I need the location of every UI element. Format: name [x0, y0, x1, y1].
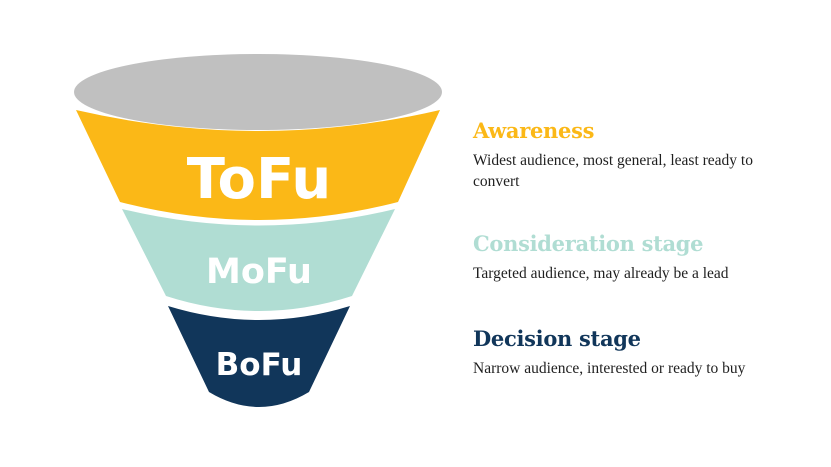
- consideration-title: Consideration stage: [473, 231, 704, 256]
- bofu-segment: [168, 306, 350, 407]
- tofu-segment: [76, 110, 440, 220]
- legend-consideration: Consideration stage Targeted audience, m…: [473, 231, 793, 284]
- bofu-label: BoFu: [216, 347, 303, 383]
- decision-description: Narrow audience, interested or ready to …: [473, 360, 746, 377]
- awareness-description: Widest audience, most general, least rea…: [473, 152, 753, 190]
- funnel-top-ellipse: [74, 54, 442, 130]
- decision-title: Decision stage: [473, 326, 641, 351]
- legend-awareness: Awareness Widest audience, most general,…: [473, 118, 793, 192]
- consideration-description: Targeted audience, may already be a lead: [473, 265, 729, 282]
- awareness-title: Awareness: [473, 118, 595, 143]
- tofu-label: ToFu: [187, 147, 332, 212]
- mofu-label: MoFu: [206, 252, 312, 292]
- mofu-segment: [122, 209, 395, 311]
- legend-decision: Decision stage Narrow audience, interest…: [473, 326, 793, 379]
